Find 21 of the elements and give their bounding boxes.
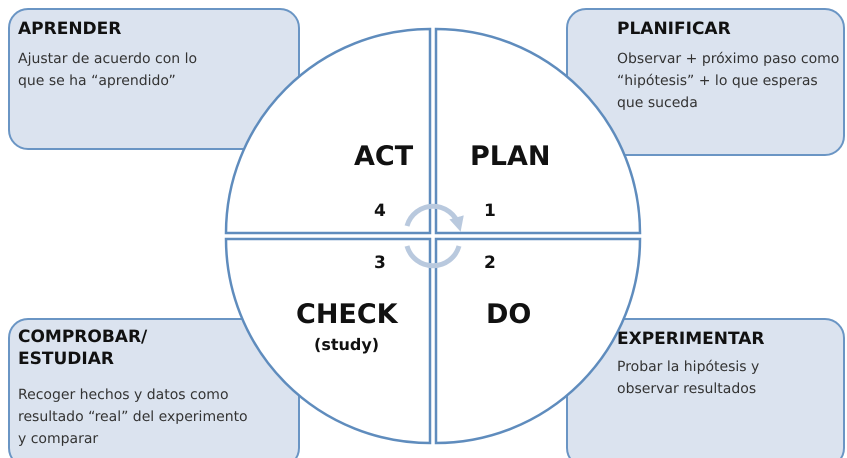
quadrant-label: PLAN (470, 141, 550, 172)
card-heading: APRENDER (18, 18, 122, 40)
quadrant-label: (study) (314, 335, 380, 354)
quadrant-label: DO (486, 299, 532, 330)
step-number: 3 (374, 253, 386, 273)
card-heading: COMPROBAR/ ESTUDIAR (18, 326, 148, 370)
card-text: Ajustar de acuerdo con lo que se ha “aprendido” (18, 50, 198, 91)
card-text: Observar + próximo paso como “hipótesis” + lo que esperas que suceda (617, 50, 840, 113)
cycle-arrow (404, 204, 464, 232)
quadrant-label: CHECK (296, 299, 398, 330)
step-number: 2 (484, 253, 496, 273)
step-number: 4 (374, 201, 386, 221)
card-text: Recoger hechos y datos como resultado “real” del experimento y comparar (18, 386, 249, 449)
quadrant-label: ACT (354, 141, 414, 172)
card-text: Probar la hipótesis y observar resultados (617, 358, 760, 399)
note-card (566, 8, 845, 156)
note-card (8, 8, 300, 150)
note-card (566, 318, 845, 458)
card-heading: PLANIFICAR (617, 18, 731, 40)
step-number: 1 (484, 201, 496, 221)
card-heading: EXPERIMENTAR (617, 328, 764, 350)
